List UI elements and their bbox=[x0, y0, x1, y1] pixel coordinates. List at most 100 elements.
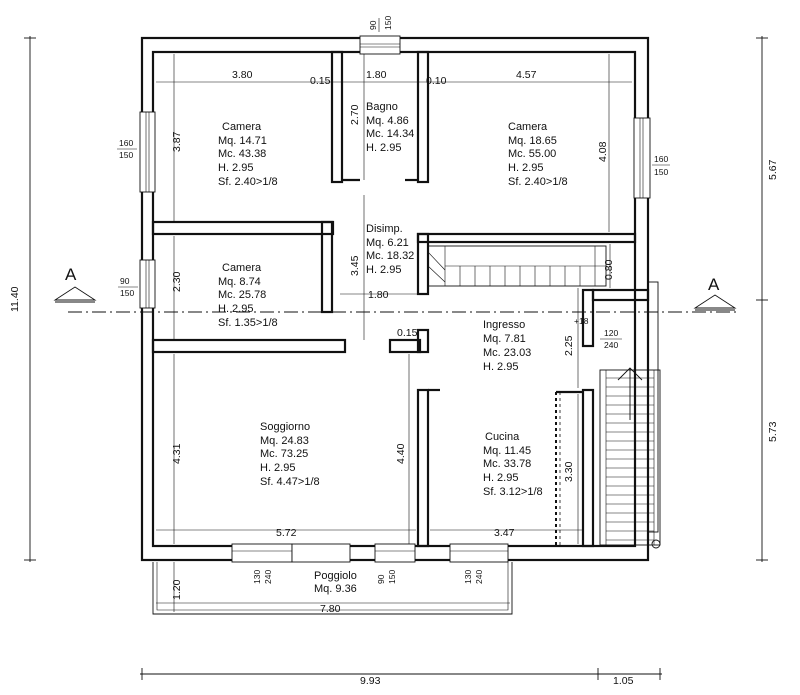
opening-labels: 90 150 160 150 160 150 90 150 120 240 13… bbox=[117, 16, 670, 584]
room-area: Mq. 11.45 bbox=[483, 445, 531, 457]
w1-top: 90 bbox=[368, 20, 378, 30]
room-name: Poggiolo bbox=[314, 570, 357, 582]
dim-plus-18: +18 bbox=[574, 316, 589, 326]
w6-bot: 240 bbox=[263, 570, 273, 584]
room-name: Camera bbox=[222, 262, 262, 274]
interior-walls bbox=[151, 50, 650, 548]
room-window-ratio: Sf. 2.40>1/8 bbox=[508, 176, 568, 188]
room-area: Mq. 14.71 bbox=[218, 135, 267, 147]
staircase-exterior bbox=[599, 281, 661, 549]
dim-1-20: 1.20 bbox=[171, 579, 183, 600]
w3-top: 160 bbox=[654, 154, 668, 164]
w7-bot: 150 bbox=[387, 570, 397, 584]
room-volume: Mc. 33.78 bbox=[483, 458, 531, 470]
w2-top: 160 bbox=[119, 138, 133, 148]
dim-3-45: 3.45 bbox=[349, 255, 361, 276]
windows bbox=[139, 35, 651, 563]
room-height: H. 2.95 bbox=[483, 472, 518, 484]
dimension-labels: 3.80 0.15 1.80 0.10 4.57 3.87 2.70 4.08 … bbox=[9, 69, 779, 687]
dim-7-80: 7.80 bbox=[320, 603, 341, 615]
room-volume: Mc. 23.03 bbox=[483, 347, 531, 359]
balcony bbox=[152, 562, 513, 615]
dim-4-40: 4.40 bbox=[395, 443, 407, 464]
room-height: H. 2.95 bbox=[366, 142, 401, 154]
room-area: Mq. 4.86 bbox=[366, 115, 409, 127]
room-name: Ingresso bbox=[483, 319, 525, 331]
room-area: Mq. 6.21 bbox=[366, 237, 409, 249]
room-height: H. 2.95 bbox=[366, 264, 401, 276]
w3-bot: 150 bbox=[654, 167, 668, 177]
dim-11-40: 11.40 bbox=[9, 286, 21, 312]
dimension-lines bbox=[24, 36, 768, 680]
room-height: H. 2.95 bbox=[260, 462, 295, 474]
dim-4-08: 4.08 bbox=[597, 141, 609, 162]
room-camera-1: Camera Mq. 14.71 Mc. 43.38 H. 2.95 Sf. 2… bbox=[218, 121, 278, 188]
room-bagno: Bagno Mq. 4.86 Mc. 14.34 H. 2.95 bbox=[366, 101, 414, 154]
room-height: H. 2.95 bbox=[483, 361, 518, 373]
dim-5-72: 5.72 bbox=[276, 527, 297, 539]
w7-top: 90 bbox=[376, 574, 386, 584]
dim-9-93: 9.93 bbox=[360, 675, 381, 687]
section-marker-right: A bbox=[708, 275, 720, 294]
section-line bbox=[53, 286, 740, 313]
w1-bot: 150 bbox=[383, 16, 393, 30]
room-camera-2: Camera Mq. 18.65 Mc. 55.00 H. 2.95 Sf. 2… bbox=[508, 121, 568, 188]
room-window-ratio: Sf. 3.12>1/8 bbox=[483, 486, 543, 498]
room-volume: Mc. 18.32 bbox=[366, 250, 414, 262]
room-area: Mq. 18.65 bbox=[508, 135, 557, 147]
room-name: Cucina bbox=[485, 431, 520, 443]
room-name: Soggiorno bbox=[260, 421, 310, 433]
dim-3-80: 3.80 bbox=[232, 69, 253, 81]
room-name: Bagno bbox=[366, 101, 398, 113]
w8-top: 130 bbox=[463, 570, 473, 584]
room-ingresso: Ingresso Mq. 7.81 Mc. 23.03 H. 2.95 bbox=[483, 319, 531, 373]
room-height: H. 2.95 bbox=[218, 162, 253, 174]
room-volume: Mc. 55.00 bbox=[508, 148, 556, 160]
room-soggiorno: Soggiorno Mq. 24.83 Mc. 73.25 H. 2.95 Sf… bbox=[260, 421, 320, 488]
w4-top: 90 bbox=[120, 276, 130, 286]
room-poggiolo: Poggiolo Mq. 9.36 bbox=[314, 570, 357, 595]
room-area: Mq. 7.81 bbox=[483, 333, 526, 345]
dim-3-47: 3.47 bbox=[494, 527, 515, 539]
dim-5-73: 5.73 bbox=[767, 421, 779, 442]
dim-2-30: 2.30 bbox=[171, 271, 183, 292]
dim-3-30: 3.30 bbox=[563, 461, 575, 482]
dim-0-80: 0.80 bbox=[603, 259, 615, 280]
room-disimpegno: Disimp. Mq. 6.21 Mc. 18.32 H. 2.95 bbox=[366, 223, 414, 276]
dim-0-15a: 0.15 bbox=[310, 75, 331, 87]
section-marker-left: A bbox=[65, 265, 77, 284]
room-volume: Mc. 43.38 bbox=[218, 148, 266, 160]
room-name: Camera bbox=[508, 121, 548, 133]
room-name: Disimp. bbox=[366, 223, 403, 235]
dim-1-80a: 1.80 bbox=[366, 69, 387, 81]
room-window-ratio: Sf. 4.47>1/8 bbox=[260, 476, 320, 488]
room-camera-3: Camera Mq. 8.74 Mc. 25.78 H. 2.95 Sf. 1.… bbox=[218, 262, 278, 329]
w5-bot: 240 bbox=[604, 340, 618, 350]
dim-2-70: 2.70 bbox=[349, 104, 361, 125]
dim-2-25: 2.25 bbox=[563, 335, 575, 356]
dim-0-10: 0.10 bbox=[426, 75, 447, 87]
room-window-ratio: Sf. 2.40>1/8 bbox=[218, 176, 278, 188]
room-area: Mq. 8.74 bbox=[218, 276, 261, 288]
w5-top: 120 bbox=[604, 328, 618, 338]
dim-1-80b: 1.80 bbox=[368, 289, 389, 301]
dim-3-87: 3.87 bbox=[171, 131, 183, 152]
room-volume: Mc. 14.34 bbox=[366, 128, 414, 140]
dim-1-05: 1.05 bbox=[613, 675, 634, 687]
room-area: Mq. 9.36 bbox=[314, 583, 357, 595]
room-window-ratio: Sf. 1.35>1/8 bbox=[218, 317, 278, 329]
room-volume: Mc. 73.25 bbox=[260, 448, 308, 460]
dim-4-57: 4.57 bbox=[516, 69, 537, 81]
w8-bot: 240 bbox=[474, 570, 484, 584]
room-name: Camera bbox=[222, 121, 262, 133]
w2-bot: 150 bbox=[119, 150, 133, 160]
room-height: H. 2.95 bbox=[218, 303, 253, 315]
staircase-upper bbox=[427, 245, 607, 287]
room-height: H. 2.95 bbox=[508, 162, 543, 174]
w4-bot: 150 bbox=[120, 288, 134, 298]
room-area: Mq. 24.83 bbox=[260, 435, 309, 447]
room-volume: Mc. 25.78 bbox=[218, 289, 266, 301]
dim-4-31: 4.31 bbox=[171, 443, 183, 464]
dim-0-15b: 0.15 bbox=[397, 327, 418, 339]
w6-top: 130 bbox=[252, 570, 262, 584]
